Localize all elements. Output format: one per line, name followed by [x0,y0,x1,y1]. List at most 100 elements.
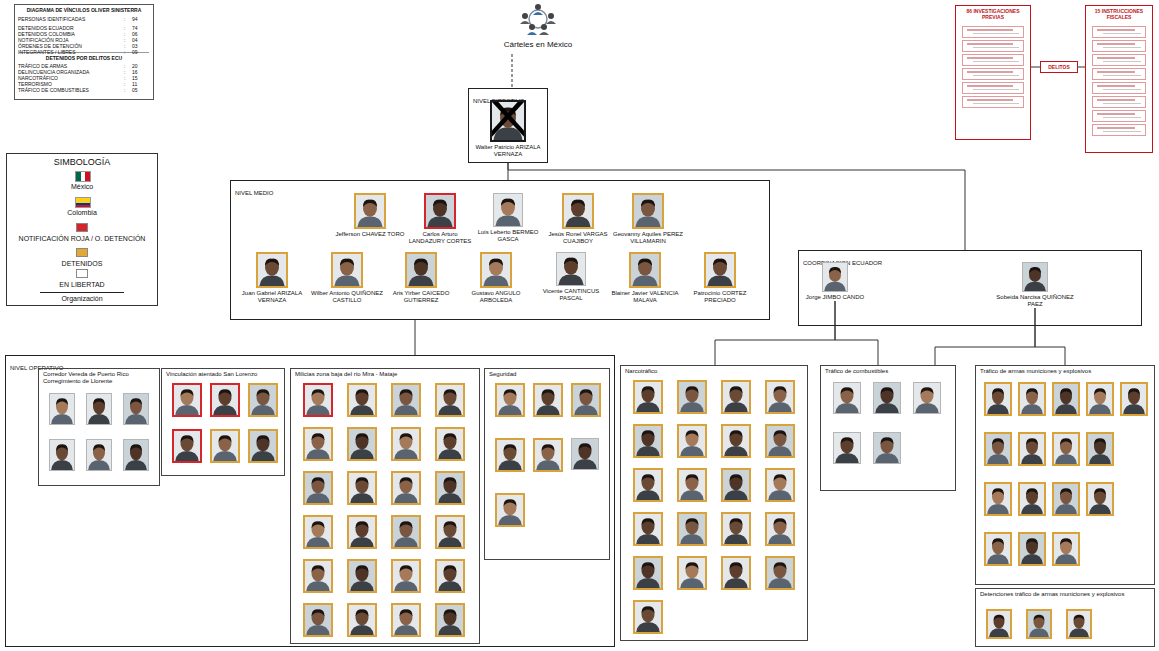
portrait-shoulders [1021,454,1043,464]
portrait-silhouette [723,470,749,500]
portrait-shoulders [350,537,373,547]
text-placeholder-bar [1103,61,1141,62]
portrait-silhouette [986,484,1010,514]
portrait-shoulders [350,625,373,635]
photo-frame [1120,382,1148,416]
portrait-silhouette [767,470,793,500]
portrait-hair [363,200,377,207]
portrait-head [642,563,655,579]
person-card: Vicente CANTINCUS PASCAL [534,252,608,302]
portrait-hair [312,565,325,572]
photo-frame [172,429,202,463]
photo-frame [303,471,333,505]
photo-frame [435,471,465,505]
portrait-ground [212,431,238,461]
portrait-head [841,388,854,404]
portrait-head [504,390,517,406]
portrait-head [312,390,325,406]
portrait-shoulders [1123,404,1145,414]
portrait-ground [250,385,276,415]
portrait-hair [356,433,369,440]
portrait-hair [686,562,699,569]
person-name: Wilber Antonio QUIÑONEZ CASTILLO [310,290,384,304]
portrait-shoulders [498,405,521,415]
photo-frame [704,252,736,288]
portrait-hair [400,389,413,396]
photo-frame [347,471,377,505]
portrait-silhouette [305,385,331,415]
portrait-silhouette [124,440,148,470]
portrait-silhouette [986,534,1010,564]
photo-frame [1052,382,1080,416]
portrait-hair [1094,388,1106,395]
portrait-shoulders [306,449,329,459]
portrait-shoulders [88,414,110,424]
portrait-ground [497,385,523,415]
photo-frame [571,438,599,470]
group-box: Narcotráfico [620,365,808,641]
portrait-hair [641,200,655,207]
group-title: Narcotráfico [621,366,807,377]
photo-frame [495,438,525,472]
connector-line [835,301,878,365]
portrait-hair [356,477,369,484]
portrait-head [444,610,457,626]
portrait-head [921,388,934,404]
sub-box [1092,110,1146,122]
portrait-shoulders [707,275,732,286]
photo-frame [629,252,661,288]
legend-text: NOTIFICACIÓN ROJA / O. DETENCIÓN [8,235,156,243]
photo-frame [633,556,663,590]
portrait-hair [356,565,369,572]
portrait-hair [93,444,105,451]
portrait-silhouette [1088,434,1112,464]
portrait-head [638,259,652,276]
portrait-ground [564,195,592,227]
portrait-shoulders [768,490,791,500]
photo-frame [984,532,1012,566]
portrait-head [730,519,743,535]
portrait-ground [87,440,111,470]
portrait-shoulders [394,405,417,415]
box-heading: DELITOS [1041,62,1077,72]
portrait-shoulders [1089,404,1111,414]
portrait-head [829,267,841,281]
portrait-shoulders [394,493,417,503]
table-cell: : [124,25,130,31]
portrait-shoulders [498,515,521,525]
portrait-shoulders [483,275,508,286]
portrait-ground [988,611,1010,637]
portrait-hair [1029,267,1041,273]
investigation-box: 15 INSTRUCCIONES FISCALES [1085,5,1153,153]
portrait-hair [774,386,787,393]
portrait-shoulders [175,451,198,461]
portrait-ground [393,385,419,415]
table-cell: : [124,31,130,37]
text-placeholder-bar [973,47,1019,48]
portrait-shoulders [1089,454,1111,464]
photo-frame [633,600,663,634]
table-cell: 03 [132,43,150,49]
portrait-ground [393,429,419,459]
portrait-shoulders [125,414,147,424]
portrait-hair [994,615,1005,621]
portrait-shoulders [1055,454,1077,464]
portrait-silhouette [1020,384,1044,414]
portrait-hair [356,609,369,616]
portrait-head [400,434,413,450]
portrait-shoulders [635,216,660,227]
text-placeholder-bar [967,85,1013,87]
portrait-shoulders [824,282,846,291]
portrait-shoulders [1021,554,1043,564]
level-box: NIVEL MEDIOJefferson CHAVEZ TOROCarlos A… [230,180,770,320]
portrait-shoulders [875,403,898,413]
portrait-hair [444,433,457,440]
person-card: Walter Patricio ARIZALA VERNAZA [470,100,546,158]
portrait-hair [829,267,841,273]
portrait-shoulders [680,402,703,412]
sub-box [1092,26,1146,38]
portrait-silhouette [124,394,148,424]
portrait-head [881,388,894,404]
portrait-shoulders [251,405,274,415]
person-name: Carlos Arturo LANDAZURY CORTES [404,231,476,245]
